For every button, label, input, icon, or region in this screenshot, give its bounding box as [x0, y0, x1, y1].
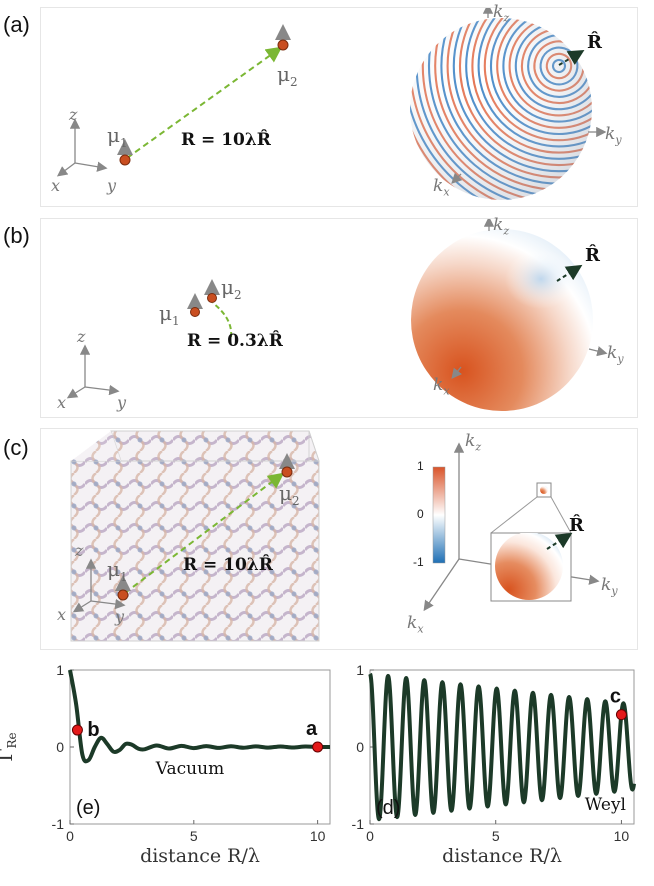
- r-expression-b: R = 0.3λR̂: [187, 331, 283, 351]
- weyl-lattice-cube: [70, 430, 320, 642]
- ky-label-b: ky: [607, 343, 624, 366]
- r-vector-c: [124, 472, 285, 594]
- mu2-label-b: μ2: [221, 275, 242, 302]
- k-axes-b: [451, 219, 608, 380]
- r-expression-c: R = 10λR̂: [183, 555, 273, 575]
- mu1-label-c: μ1: [107, 557, 128, 584]
- panel-label-b: (b): [3, 223, 30, 248]
- y-axis-label: ΓRe: [0, 732, 19, 761]
- y-axis-label-sub: Re: [5, 732, 19, 748]
- colorbar-tick-bottom: -1: [413, 555, 424, 569]
- kx-label-a: kx: [433, 176, 450, 199]
- point-label-c: c: [610, 686, 621, 708]
- dipole-2-a: [275, 24, 291, 51]
- panel-a-figure: [56, 8, 607, 200]
- colorbar: [432, 466, 446, 564]
- marker-point-c: [615, 709, 627, 721]
- mu1-label-a: μ1: [107, 123, 128, 150]
- k-sphere-a: [410, 18, 592, 200]
- series-line: [68, 669, 331, 764]
- y-tick-label: 1: [56, 662, 64, 678]
- axis-y-label-b: y: [117, 393, 127, 412]
- point-label-b: b: [87, 719, 99, 741]
- panel-c-figure: [70, 430, 600, 642]
- y-tick-label: -1: [52, 816, 65, 832]
- panel-label-c: (c): [3, 435, 29, 460]
- y-tick-label: 0: [56, 739, 64, 755]
- panel-b: (b) μ1 μ2 R = 0.3λR̂ z x y kz ky kx R̂: [3, 215, 638, 418]
- y-tick-label: 1: [356, 662, 364, 678]
- axes-triad-c: [72, 558, 126, 613]
- axis-y-label-c: y: [115, 607, 125, 626]
- marker-point-b: [71, 724, 83, 736]
- x-tick-label: 10: [614, 828, 630, 844]
- panel-b-figure: [66, 219, 608, 411]
- rhat-label-a: R̂: [587, 32, 602, 53]
- rhat-label-c: R̂: [569, 515, 584, 536]
- axis-x-label-b: x: [57, 393, 67, 412]
- x-tick-label: 5: [492, 828, 500, 844]
- x-axis-label: distance R/λ: [442, 845, 562, 867]
- axes-triad-a: [56, 118, 108, 177]
- point-label-a: a: [306, 718, 318, 740]
- dipole-2-b: [204, 279, 220, 303]
- mu2-label-c: μ2: [279, 481, 300, 508]
- axis-z-label-c: z: [75, 541, 84, 560]
- x-tick-label: 0: [66, 828, 74, 844]
- x-tick-label: 0: [366, 828, 374, 844]
- kz-label-c: kz: [465, 431, 482, 454]
- colorbar-tick-mid: 0: [417, 507, 424, 521]
- panel-c: (c) μ1 μ2 R = 10λR̂ z x y kz ky kx R̂ 1 …: [3, 428, 638, 650]
- kz-label-a: kz: [493, 2, 510, 25]
- panel-a: (a) μ1 μ2 R = 10λR̂ z x y kz ky kx R̂: [3, 2, 638, 207]
- mu2-label-a: μ2: [277, 62, 298, 89]
- rhat-arrow-a: [558, 49, 585, 66]
- k-sphere-b: [411, 229, 593, 411]
- dipole-1-a: [117, 139, 133, 166]
- axis-y-label-a: y: [107, 176, 117, 195]
- dipole-1-c: [115, 575, 131, 601]
- dipole-2-c: [279, 453, 295, 478]
- r-expression-a: R = 10λR̂: [181, 130, 271, 150]
- axis-z-label-b: z: [77, 327, 86, 346]
- y-tick-label: -1: [352, 816, 365, 832]
- k-sphere-c: [495, 533, 563, 600]
- kz-label-b: kz: [493, 215, 510, 238]
- panel-label-a: (a): [3, 12, 30, 37]
- panel-label: (e): [76, 797, 100, 819]
- rhat-arrow-b: [556, 264, 583, 282]
- marker-point-a: [312, 741, 324, 753]
- x-tick-label: 10: [310, 828, 326, 844]
- rhat-arrow-c: [546, 532, 573, 550]
- k-axes-a: [451, 8, 607, 184]
- x-tick-label: 5: [190, 828, 198, 844]
- rhat-label-b: R̂: [585, 245, 600, 266]
- axes-triad-b: [66, 344, 120, 399]
- annotation: Vacuum: [155, 759, 224, 779]
- x-axis-label: distance R/λ: [140, 845, 260, 867]
- y-tick-label: 0: [356, 739, 364, 755]
- series-line: [368, 672, 636, 822]
- colorbar-tick-top: 1: [417, 459, 424, 473]
- kx-label-c: kx: [407, 613, 424, 636]
- annotation: Weyl: [585, 795, 626, 815]
- tiny-sphere: [540, 486, 548, 494]
- axis-x-label-a: x: [51, 176, 61, 195]
- ky-label-a: ky: [605, 124, 622, 147]
- kx-label-b: kx: [433, 375, 450, 398]
- axis-x-label-c: x: [57, 605, 67, 624]
- panel-label: (d): [376, 797, 400, 819]
- mu1-label-b: μ1: [159, 301, 180, 328]
- axis-z-label-a: z: [69, 105, 78, 124]
- r-vector-a: [126, 46, 283, 159]
- dipole-1-b: [187, 293, 203, 317]
- ky-label-c: ky: [601, 575, 618, 598]
- r-vector-b: [212, 302, 233, 338]
